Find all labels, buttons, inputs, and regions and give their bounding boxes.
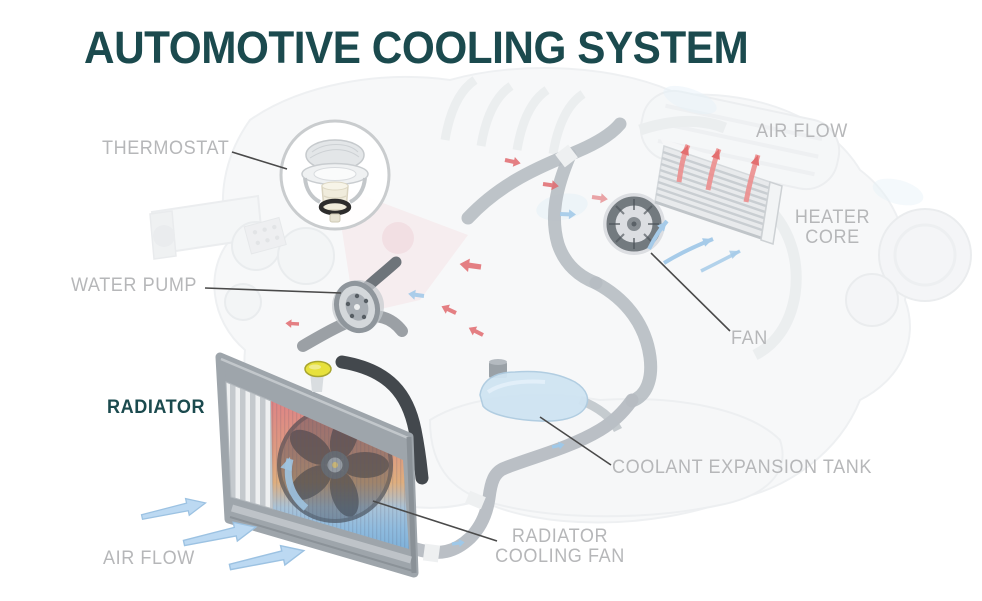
- label-heater-core-line1: HEATER: [794, 207, 871, 228]
- mid-engine-hose: [547, 148, 603, 290]
- label-thermostat: THERMOSTAT: [102, 138, 230, 159]
- leader-line-radiator-cooling-fan: [372, 500, 498, 542]
- leader-line-water-pump: [204, 287, 342, 294]
- label-heater-core-line2: CORE: [805, 227, 860, 248]
- label-air-flow-left: AIR FLOW: [103, 548, 195, 569]
- label-radiator-cooling-fan: RADIATOR COOLING FAN: [484, 527, 636, 567]
- label-radiator: RADIATOR: [107, 397, 206, 418]
- leader-line-coolant-tank: [539, 416, 612, 466]
- label-coolant-expansion-tank: COOLANT EXPANSION TANK: [612, 457, 872, 478]
- radiator-cap: [304, 360, 332, 392]
- right-engine-hose: [589, 276, 658, 408]
- engine-fan-illustration: [603, 193, 665, 255]
- label-water-pump: WATER PUMP: [71, 275, 198, 296]
- water-pump-illustration: [297, 256, 408, 352]
- leader-line-fan: [650, 252, 731, 332]
- lower-radiator-hose: [409, 393, 639, 559]
- upper-radiator-hose-dark: [335, 355, 429, 485]
- coolant-hoses: [409, 117, 658, 563]
- label-radiator-cooling-fan-line2: COOLING FAN: [495, 546, 625, 567]
- label-air-flow-right: AIR FLOW: [756, 121, 848, 142]
- fan-air-arrows: [647, 218, 742, 273]
- page-title: AUTOMOTIVE COOLING SYSTEM: [84, 22, 749, 73]
- coolant-expansion-tank-illustration: [479, 359, 589, 422]
- radiator-illustration: [215, 352, 429, 578]
- label-radiator-cooling-fan-line1: RADIATOR: [511, 526, 609, 547]
- thermostat-detail: [279, 119, 391, 231]
- label-fan: FAN: [731, 328, 768, 349]
- leader-line-thermostat: [231, 151, 288, 170]
- label-heater-core: HEATER CORE: [778, 208, 887, 248]
- heater-airflow-arrows: [676, 143, 763, 203]
